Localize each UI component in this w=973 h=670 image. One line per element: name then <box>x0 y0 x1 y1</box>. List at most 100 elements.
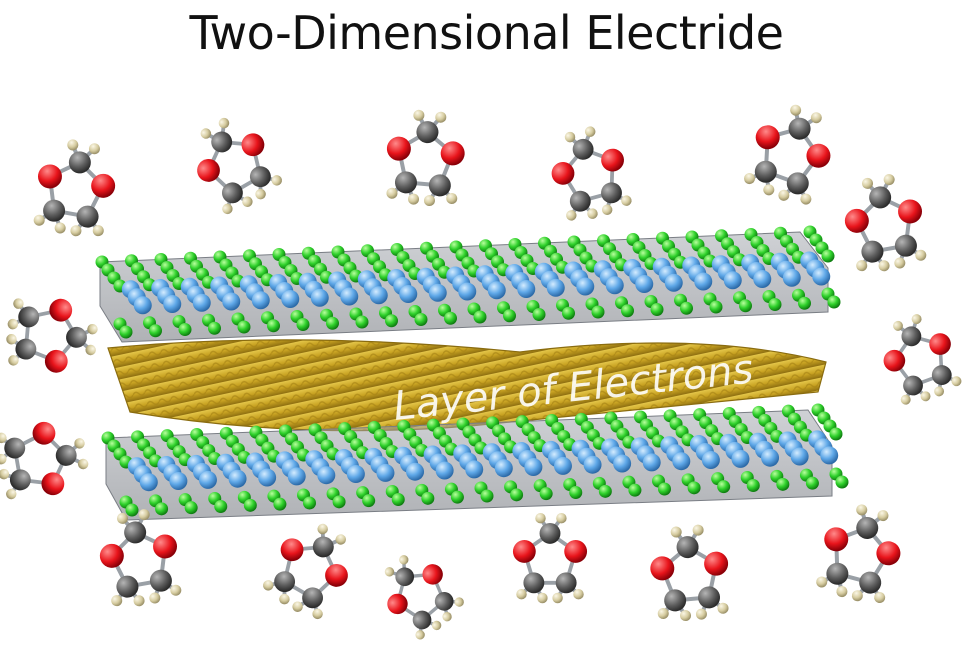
hydrogen-atom <box>8 355 19 366</box>
oxygen-atom <box>929 333 951 355</box>
oxygen-atom <box>883 349 906 372</box>
hydrogen-atom <box>77 458 89 470</box>
carbon-atom <box>569 190 591 212</box>
hydrogen-atom <box>335 534 346 545</box>
oxygen-atom <box>41 472 65 496</box>
hydrogen-atom <box>670 526 682 538</box>
hydrogen-atom <box>255 188 266 200</box>
blue-atom <box>613 454 632 473</box>
green-atom <box>503 309 516 323</box>
hydrogen-atom <box>556 512 567 524</box>
hydrogen-atom <box>67 139 79 151</box>
hydrogen-atom <box>900 394 911 405</box>
blue-atom <box>163 295 182 314</box>
hydrogen-atom <box>601 204 613 215</box>
blue-atom <box>723 271 742 290</box>
hydrogen-atom <box>386 187 398 199</box>
green-atom <box>628 483 642 497</box>
oxygen-atom <box>32 421 56 445</box>
oxygen-atom <box>844 208 869 233</box>
blue-atom <box>524 458 543 477</box>
dioxolane-molecule <box>883 314 962 405</box>
blue-atom <box>517 280 536 299</box>
oxygen-atom <box>898 199 923 224</box>
hydrogen-atom <box>399 555 409 565</box>
hydrogen-atom <box>893 320 903 331</box>
blue-atom <box>406 462 425 481</box>
green-atom <box>680 301 693 315</box>
oxygen-atom <box>806 143 831 168</box>
hydrogen-atom <box>537 592 548 604</box>
green-atom <box>473 310 487 324</box>
hydrogen-atom <box>810 112 822 124</box>
hydrogen-atom <box>778 189 790 201</box>
blue-atom <box>222 292 241 311</box>
hydrogen-atom <box>878 260 890 272</box>
hydrogen-atom <box>6 334 17 345</box>
carbon-atom <box>894 234 917 257</box>
green-atom <box>391 493 405 506</box>
carbon-atom <box>394 171 417 194</box>
hydrogen-atom <box>0 432 7 444</box>
solvent-molecules <box>0 104 962 640</box>
green-atom <box>539 487 553 501</box>
hydrogen-atom <box>657 607 669 619</box>
blue-atom <box>310 288 329 307</box>
dioxolane-molecule <box>650 524 729 622</box>
oxygen-atom <box>824 527 849 552</box>
blue-atom <box>399 285 418 304</box>
carbon-atom <box>249 166 271 188</box>
oxygen-atom <box>44 349 68 373</box>
hydrogen-atom <box>911 314 922 325</box>
green-atom <box>562 306 575 320</box>
hydrogen-atom <box>262 580 274 591</box>
green-atom <box>326 316 339 330</box>
carbon-atom <box>412 610 432 630</box>
green-atom <box>621 304 634 318</box>
hydrogen-atom <box>0 468 10 480</box>
hydrogen-atom <box>85 344 96 356</box>
green-atom <box>835 475 849 489</box>
carbon-atom <box>903 375 923 396</box>
carbon-atom <box>434 591 454 611</box>
carbon-atom <box>859 571 882 594</box>
carbon-atom <box>555 572 577 594</box>
oxygen-atom <box>91 173 116 198</box>
hydrogen-atom <box>111 595 123 607</box>
hydrogen-atom <box>200 128 212 139</box>
carbon-atom <box>66 326 87 348</box>
hydrogen-atom <box>88 143 100 155</box>
carbon-atom <box>901 326 922 347</box>
carbon-atom <box>754 160 777 183</box>
oxygen-atom <box>37 164 62 189</box>
carbon-atom <box>572 138 594 160</box>
carbon-atom <box>4 437 26 459</box>
blue-atom <box>635 275 654 294</box>
green-atom <box>119 325 133 339</box>
blue-atom <box>664 273 683 292</box>
blue-atom <box>605 276 624 295</box>
oxygen-atom <box>49 298 73 322</box>
hydrogen-atom <box>566 210 577 221</box>
blue-atom <box>192 293 211 312</box>
hydrogen-atom <box>836 586 848 598</box>
blue-atom <box>428 283 447 302</box>
carbon-atom <box>211 131 233 153</box>
blue-atom <box>694 272 713 291</box>
hydrogen-atom <box>862 177 874 189</box>
carbon-atom <box>43 199 66 222</box>
hydrogen-atom <box>454 597 464 607</box>
oxygen-atom <box>755 125 780 150</box>
dioxolane-molecule <box>551 126 632 221</box>
hydrogen-atom <box>13 298 24 309</box>
hydrogen-atom <box>222 203 233 215</box>
dioxolane-molecule <box>844 174 927 272</box>
carbon-atom <box>523 572 545 594</box>
hydrogen-atom <box>317 523 328 535</box>
blue-atom <box>583 455 602 474</box>
green-atom <box>243 498 257 512</box>
hydrogen-atom <box>442 611 452 622</box>
carbon-atom <box>856 516 879 539</box>
hydrogen-atom <box>242 196 253 207</box>
green-atom <box>208 321 221 335</box>
